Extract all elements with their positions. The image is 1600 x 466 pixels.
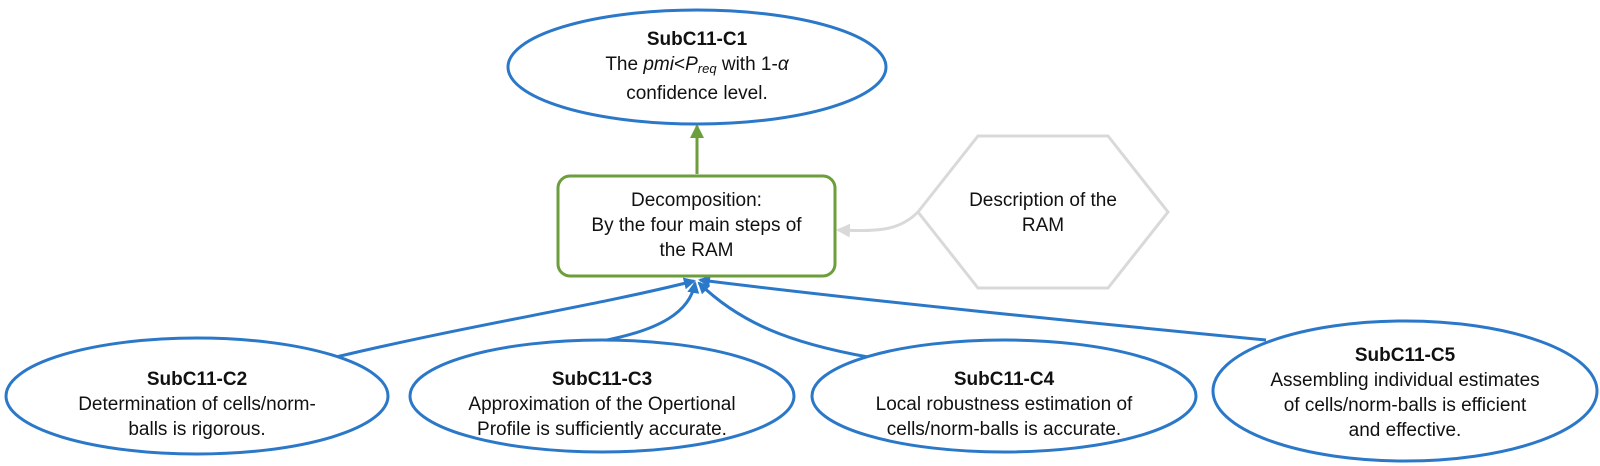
strategy-node — [556, 174, 837, 278]
c1-lt: < — [673, 54, 686, 75]
c5-to-strategy-arrow — [698, 275, 1267, 342]
strategy-line3: the RAM — [659, 240, 734, 261]
claim-c2-label: SubC11-C2 Determination of cells/norm- b… — [47, 367, 347, 442]
claim-c5-id: SubC11-C5 — [1354, 345, 1456, 366]
claim-c2-id: SubC11-C2 — [146, 369, 248, 390]
claim-c4-line2: cells/norm-balls is accurate. — [886, 419, 1122, 440]
context-line1: Description of the — [969, 190, 1117, 211]
c2-to-strategy-arrow — [335, 277, 696, 359]
claim-c5-node — [1211, 319, 1599, 463]
strategy-line2: By the four main steps of — [591, 215, 802, 236]
claim-c1-id: SubC11-C1 — [646, 29, 748, 50]
c1-alpha: α — [777, 54, 789, 75]
strategy-line1: Decomposition: — [631, 190, 762, 211]
claim-c4-label: SubC11-C4 Local robustness estimation of… — [844, 367, 1164, 442]
c1-mid: with 1- — [716, 54, 778, 75]
claim-c1-label: SubC11-C1 The pmi<Preq with 1-α confiden… — [547, 27, 847, 106]
claim-c4-node — [810, 338, 1198, 454]
c1-prefix: The — [605, 54, 644, 75]
claim-c1-node — [506, 8, 888, 126]
c3-to-strategy-arrow — [601, 281, 700, 343]
context-to-strategy-arrow — [836, 210, 920, 238]
claim-c1-text-line2: confidence level. — [626, 83, 768, 104]
claim-c2-line2: balls is rigorous. — [128, 419, 266, 440]
c4-to-strategy-arrow — [697, 281, 869, 359]
strategy-label: Decomposition: By the four main steps of… — [558, 188, 835, 263]
claim-c2-line1: Determination of cells/norm- — [78, 394, 316, 415]
claim-c5-line1: Assembling individual estimates — [1270, 370, 1540, 391]
claim-c5-label: SubC11-C5 Assembling individual estimate… — [1245, 343, 1565, 443]
c1-pmi: pmi — [643, 54, 674, 75]
claim-c3-line1: Approximation of the Opertional — [468, 394, 736, 415]
claim-c2-node — [4, 336, 390, 456]
claim-c3-line2: Profile is sufficiently accurate. — [477, 419, 727, 440]
claim-c4-id: SubC11-C4 — [953, 369, 1055, 390]
context-label: Description of the RAM — [943, 188, 1143, 238]
c1-req: req — [697, 61, 717, 76]
claim-c3-id: SubC11-C3 — [551, 369, 653, 390]
claim-c4-line1: Local robustness estimation of — [875, 394, 1133, 415]
claim-c1-text-line1: The pmi<Preq with 1-α — [547, 52, 847, 81]
claim-c5-line2: of cells/norm-balls is efficient — [1283, 395, 1527, 416]
context-node — [916, 134, 1170, 290]
claim-c3-label: SubC11-C3 Approximation of the Opertiona… — [442, 367, 762, 442]
c1-P: P — [685, 54, 698, 75]
claim-c5-line3: and effective. — [1348, 420, 1462, 441]
claim-c3-node — [408, 338, 796, 454]
context-line2: RAM — [1021, 215, 1065, 236]
